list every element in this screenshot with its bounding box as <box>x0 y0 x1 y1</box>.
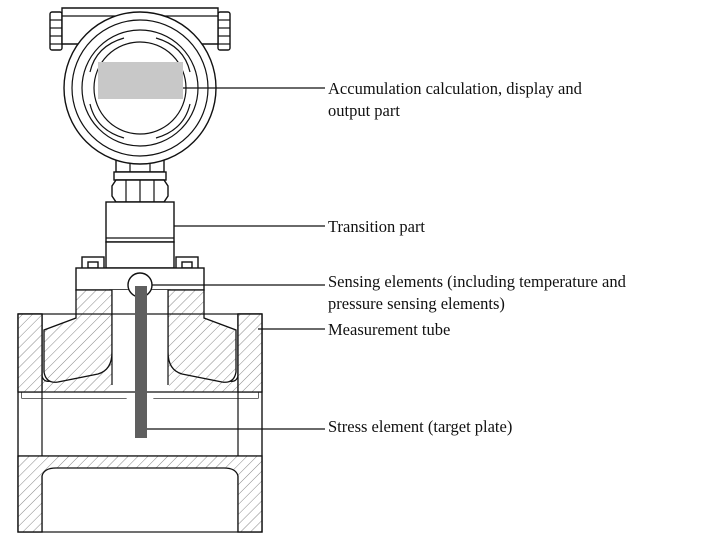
display-window <box>98 62 183 99</box>
measurement-tube <box>17 289 263 533</box>
label-transition: Transition part <box>328 217 425 236</box>
label-display-line2: output part <box>328 101 400 120</box>
label-display-line1: Accumulation calculation, display and <box>328 79 583 98</box>
transmitter-head <box>49 7 231 173</box>
label-stress-element: Stress element (target plate) <box>328 417 512 436</box>
label-sensing-line1: Sensing elements (including temperature … <box>328 272 627 291</box>
transition-assembly <box>105 171 175 269</box>
target-plate <box>135 286 147 438</box>
leader-lines <box>147 87 325 430</box>
label-sensing-line2: pressure sensing elements) <box>328 294 505 313</box>
label-measurement-tube: Measurement tube <box>328 320 450 339</box>
